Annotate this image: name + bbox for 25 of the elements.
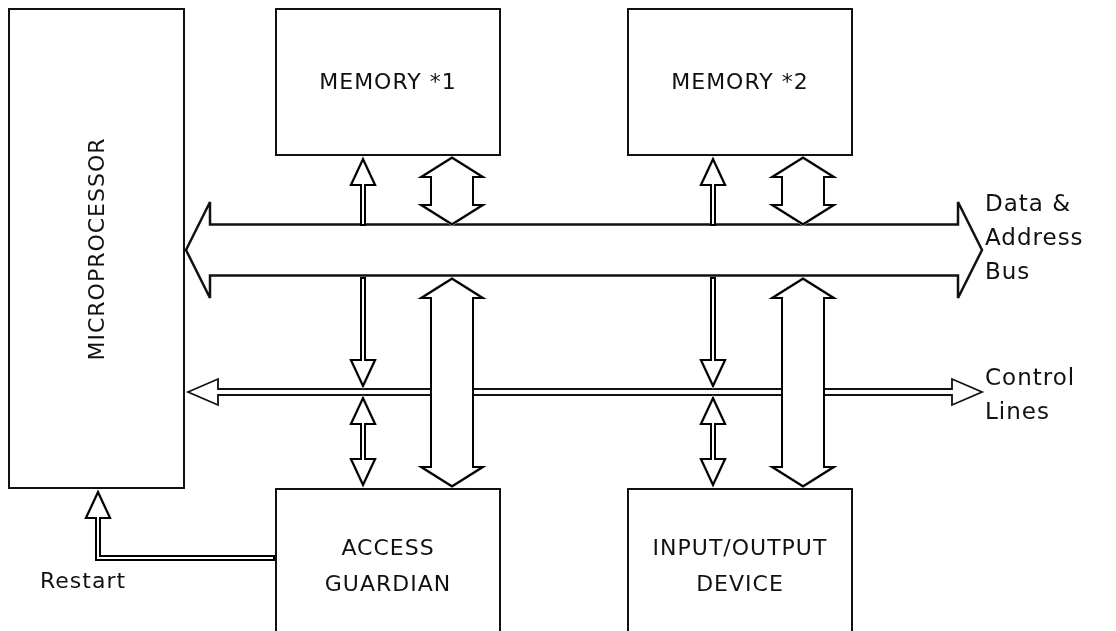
arrow (349, 156, 377, 226)
device-box (627, 488, 853, 631)
arrow (699, 156, 727, 226)
wide-arrow (417, 277, 487, 488)
processor-box (8, 8, 185, 489)
bus-label: Control Lines (985, 363, 1077, 426)
arrow (699, 277, 727, 389)
arrow (699, 395, 727, 488)
box-label: ACCESS GUARDIAN (323, 534, 453, 598)
arrow (349, 277, 377, 389)
box-label: MEMORY *2 (670, 68, 810, 96)
bus-label: Data & Address Bus (985, 189, 1085, 286)
guardian-box (275, 488, 501, 631)
control-line-arrow (188, 377, 982, 407)
bus-arrow (186, 200, 982, 300)
box-label: INPUT/OUTPUT DEVICE (651, 534, 829, 598)
wide-arrow (768, 156, 838, 226)
wide-arrow (768, 277, 838, 488)
wide-arrow (417, 156, 487, 226)
arrow (349, 395, 377, 488)
arrow (84, 489, 275, 561)
memory-box (627, 8, 853, 156)
memory-box (275, 8, 501, 156)
box-label: MICROPROCESSOR (82, 136, 110, 361)
box-label: MEMORY *1 (318, 68, 458, 96)
